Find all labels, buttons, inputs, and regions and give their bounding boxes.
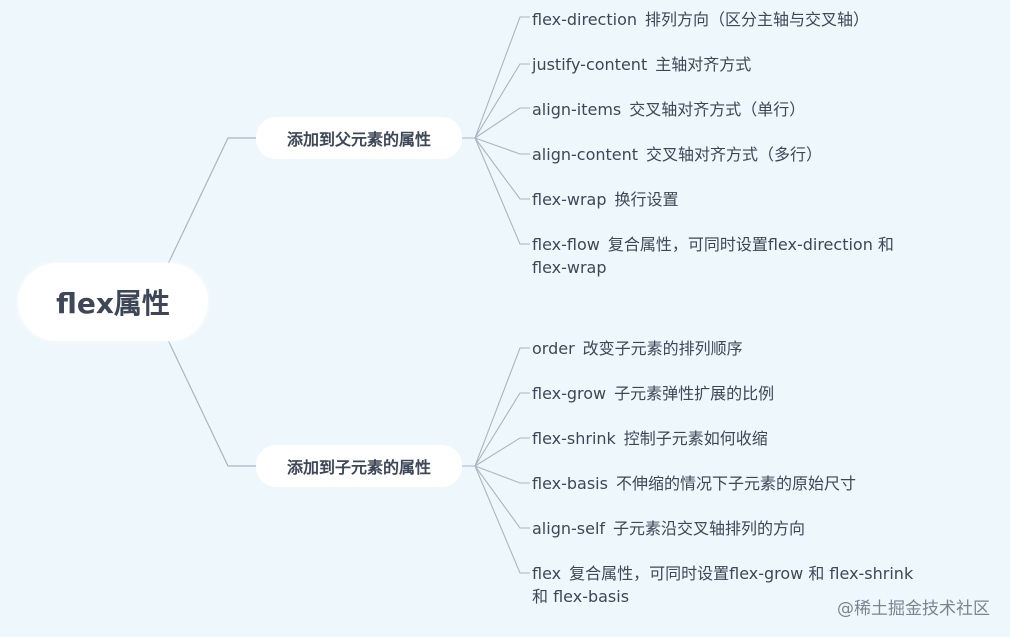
- connector-b1-leaf-4: [474, 137, 530, 155]
- leaf-description: 排列方向（区分主轴与交叉轴）: [645, 10, 870, 29]
- leaf-term: flex-wrap: [532, 190, 607, 209]
- connector-b1-leaf-1: [462, 16, 530, 139]
- leaf-description: 子元素沿交叉轴排列的方向: [613, 519, 806, 538]
- leaf-term: flex: [532, 564, 562, 583]
- leaf-description: 改变子元素的排列顺序: [582, 339, 743, 358]
- connector-b2-leaf-4: [474, 465, 530, 484]
- leaf-term: justify-content: [532, 55, 648, 74]
- leaf-term: flex-shrink: [532, 429, 616, 448]
- leaf-term: order: [532, 339, 575, 358]
- leaf-description: 交叉轴对齐方式（多行）: [646, 145, 823, 164]
- leaf-description: 控制子元素如何收缩: [623, 429, 768, 448]
- leaf-term: flex-basis: [532, 474, 608, 493]
- leaf-node-align-content[interactable]: align-content 交叉轴对齐方式（多行）: [532, 143, 922, 166]
- connector-b2-leaf-2: [474, 392, 530, 467]
- connector-root-branch-2: [167, 339, 256, 467]
- connector-b1-leaf-5: [474, 137, 530, 200]
- leaf-node-align-items[interactable]: align-items 交叉轴对齐方式（单行）: [532, 98, 922, 121]
- leaf-description: 不伸缩的情况下子元素的原始尺寸: [615, 474, 856, 493]
- watermark: @稀土掘金技术社区: [837, 599, 990, 619]
- leaf-description: 交叉轴对齐方式（单行）: [629, 100, 806, 119]
- leaf-description: 复合属性，可同时设置flex-grow 和 flex-shrink 和 flex…: [532, 564, 914, 606]
- leaf-node-order[interactable]: order 改变子元素的排列顺序: [532, 337, 922, 360]
- connector-b2-leaf-1: [462, 347, 530, 467]
- leaf-node-flex-grow[interactable]: flex-grow 子元素弹性扩展的比例: [532, 382, 922, 405]
- connector-b1-leaf-6: [474, 137, 530, 245]
- leaf-term: align-items: [532, 100, 622, 119]
- connector-b1-leaf-2: [474, 63, 530, 139]
- branch-node-parent-properties[interactable]: 添加到父元素的属性: [256, 117, 462, 159]
- leaf-term: flex-direction: [532, 10, 637, 29]
- connector-b1-leaf-3: [474, 107, 530, 139]
- leaf-node-flex-direction[interactable]: flex-direction 排列方向（区分主轴与交叉轴）: [532, 8, 922, 31]
- leaf-node-align-self[interactable]: align-self 子元素沿交叉轴排列的方向: [532, 517, 922, 540]
- leaf-term: align-content: [532, 145, 639, 164]
- leaf-term: flex-grow: [532, 384, 607, 403]
- connector-root-branch-1: [167, 137, 256, 265]
- leaf-node-flex-shrink[interactable]: flex-shrink 控制子元素如何收缩: [532, 427, 922, 450]
- leaf-term: align-self: [532, 519, 606, 538]
- leaf-description: 子元素弹性扩展的比例: [614, 384, 775, 403]
- leaf-description: 复合属性，可同时设置flex-direction 和 flex-wrap: [532, 235, 894, 277]
- connector-b2-leaf-5: [474, 465, 530, 529]
- leaf-node-flex-basis[interactable]: flex-basis 不伸缩的情况下子元素的原始尺寸: [532, 472, 922, 495]
- leaf-description: 换行设置: [614, 190, 679, 209]
- leaf-term: flex-flow: [532, 235, 600, 254]
- leaf-description: 主轴对齐方式: [655, 55, 752, 74]
- root-node[interactable]: flex属性: [18, 263, 208, 341]
- leaf-node-flex-wrap[interactable]: flex-wrap 换行设置: [532, 188, 922, 211]
- connector-b2-leaf-3: [474, 437, 530, 467]
- branch-node-child-properties[interactable]: 添加到子元素的属性: [256, 445, 462, 487]
- connector-b2-leaf-6: [474, 465, 530, 574]
- leaf-node-justify-content[interactable]: justify-content 主轴对齐方式: [532, 53, 922, 76]
